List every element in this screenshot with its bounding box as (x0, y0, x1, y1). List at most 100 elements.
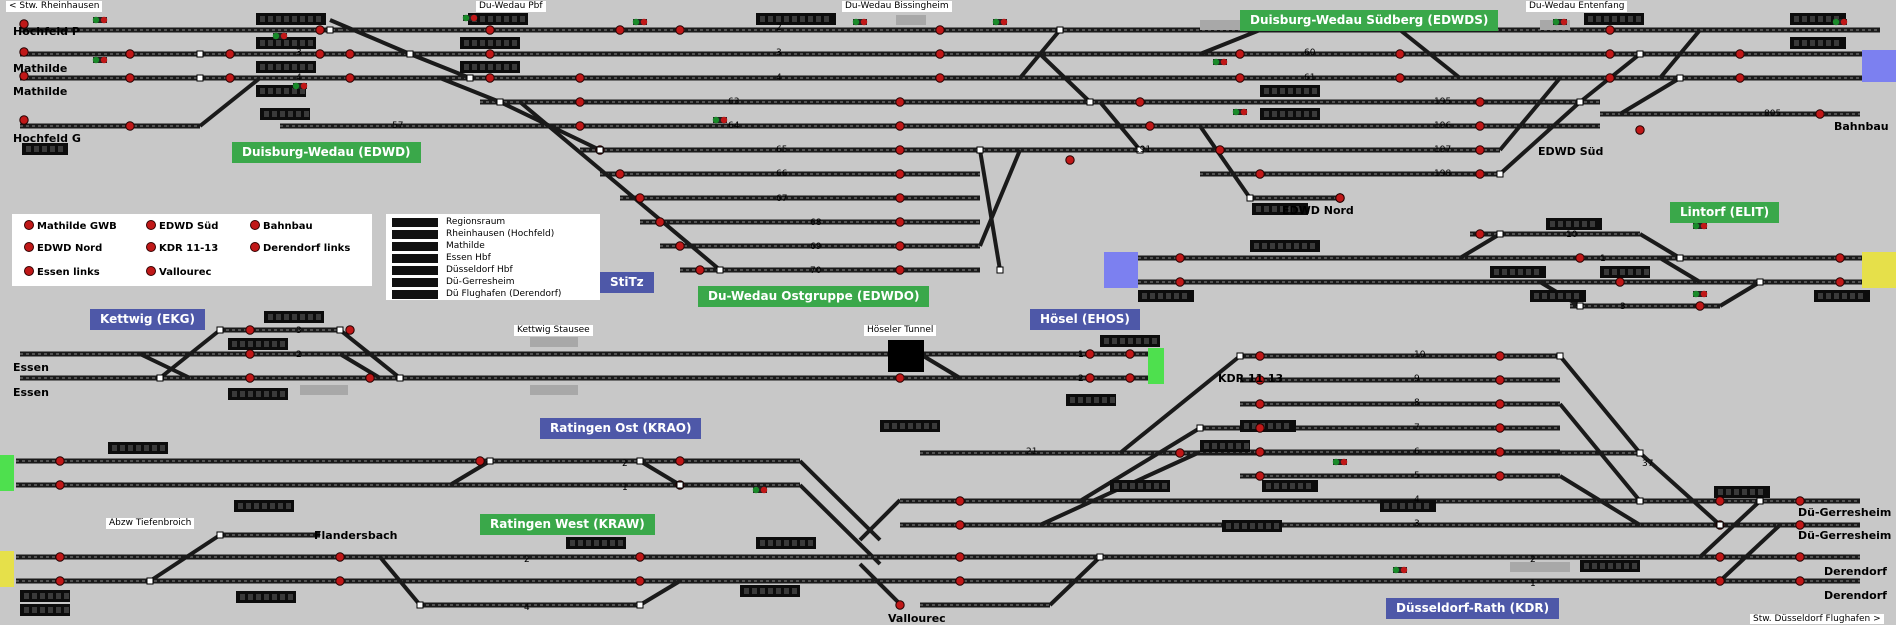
signal-icon[interactable] (1065, 155, 1075, 165)
signal-icon[interactable] (1235, 49, 1245, 59)
signal-red-icon[interactable] (280, 32, 288, 40)
signal-icon[interactable] (635, 552, 645, 562)
signal-icon[interactable] (955, 520, 965, 530)
signal-red-icon[interactable] (1240, 108, 1248, 116)
signal-icon[interactable] (19, 47, 29, 57)
signal-icon[interactable] (125, 73, 135, 83)
signal-icon[interactable] (1715, 552, 1725, 562)
legend-item-edwd-sued[interactable]: EDWD Süd (146, 220, 218, 232)
signal-icon[interactable] (345, 325, 355, 335)
signal-icon[interactable] (575, 121, 585, 131)
signal-icon[interactable] (1615, 277, 1625, 287)
signal-icon[interactable] (895, 145, 905, 155)
signal-icon[interactable] (935, 25, 945, 35)
area-edwdo[interactable]: Du-Wedau Ostgruppe (EDWDO) (698, 286, 930, 307)
signal-icon[interactable] (1175, 448, 1185, 458)
signal-red-icon[interactable] (1700, 290, 1708, 298)
signal-green-icon[interactable] (1692, 290, 1700, 298)
signal-icon[interactable] (475, 456, 485, 466)
signal-icon[interactable] (1605, 25, 1615, 35)
signal-icon[interactable] (345, 73, 355, 83)
signal-icon[interactable] (1395, 49, 1405, 59)
area-stitz[interactable]: StiTz (600, 272, 654, 293)
signal-icon[interactable] (1085, 349, 1095, 359)
legend-item-edwd-nord[interactable]: EDWD Nord (24, 242, 102, 254)
signal-green-icon[interactable] (92, 56, 100, 64)
signal-icon[interactable] (1475, 169, 1485, 179)
signal-red-icon[interactable] (1000, 18, 1008, 26)
signal-green-icon[interactable] (462, 14, 470, 22)
signal-icon[interactable] (895, 373, 905, 383)
signal-icon[interactable] (895, 265, 905, 275)
signal-icon[interactable] (1335, 193, 1345, 203)
signal-icon[interactable] (895, 97, 905, 107)
signal-icon[interactable] (1475, 145, 1485, 155)
signal-icon[interactable] (935, 73, 945, 83)
route-block[interactable] (256, 13, 326, 25)
signal-icon[interactable] (1495, 423, 1505, 433)
signal-green-icon[interactable] (992, 18, 1000, 26)
signal-icon[interactable] (245, 325, 255, 335)
tag-stw-duesseldorf-flughafen[interactable]: Stw. Düsseldorf Flughafen > (1750, 614, 1884, 624)
signal-red-icon[interactable] (100, 56, 108, 64)
signal-icon[interactable] (485, 49, 495, 59)
signal-icon[interactable] (895, 241, 905, 251)
signal-green-icon[interactable] (852, 18, 860, 26)
signal-icon[interactable] (55, 480, 65, 490)
signal-green-icon[interactable] (1232, 108, 1240, 116)
signal-icon[interactable] (315, 25, 325, 35)
signal-icon[interactable] (345, 49, 355, 59)
signal-icon[interactable] (1495, 447, 1505, 457)
signal-icon[interactable] (1795, 520, 1805, 530)
signal-green-icon[interactable] (752, 486, 760, 494)
area-ekg[interactable]: Kettwig (EKG) (90, 309, 205, 330)
area-ehos[interactable]: Hösel (EHOS) (1030, 309, 1140, 330)
legend-item-essen-links[interactable]: Essen links (24, 266, 100, 278)
signal-icon[interactable] (615, 169, 625, 179)
area-kdr[interactable]: Düsseldorf-Rath (KDR) (1386, 598, 1560, 619)
signal-red-icon[interactable] (1400, 566, 1408, 574)
signal-icon[interactable] (55, 552, 65, 562)
signal-icon[interactable] (955, 552, 965, 562)
signal-icon[interactable] (365, 373, 375, 383)
signal-icon[interactable] (635, 576, 645, 586)
signal-icon[interactable] (1495, 399, 1505, 409)
signal-icon[interactable] (1235, 73, 1245, 83)
signal-icon[interactable] (675, 456, 685, 466)
signal-icon[interactable] (1255, 169, 1265, 179)
signal-icon[interactable] (1495, 351, 1505, 361)
signal-green-icon[interactable] (1392, 566, 1400, 574)
signal-icon[interactable] (1215, 145, 1225, 155)
signal-icon[interactable] (245, 373, 255, 383)
signal-red-icon[interactable] (100, 16, 108, 24)
signal-red-icon[interactable] (300, 82, 308, 90)
signal-green-icon[interactable] (92, 16, 100, 24)
signal-red-icon[interactable] (760, 486, 768, 494)
signal-icon[interactable] (895, 169, 905, 179)
signal-icon[interactable] (1255, 351, 1265, 361)
signal-red-icon[interactable] (1700, 222, 1708, 230)
signal-icon[interactable] (635, 193, 645, 203)
signal-icon[interactable] (955, 496, 965, 506)
signal-icon[interactable] (1605, 49, 1615, 59)
signal-icon[interactable] (1605, 73, 1615, 83)
signal-green-icon[interactable] (292, 82, 300, 90)
signal-icon[interactable] (1255, 423, 1265, 433)
signal-icon[interactable] (1495, 375, 1505, 385)
signal-icon[interactable] (1715, 576, 1725, 586)
tag-stw-rheinhausen[interactable]: < Stw. Rheinhausen (6, 1, 103, 12)
signal-icon[interactable] (19, 71, 29, 81)
signal-icon[interactable] (895, 600, 905, 610)
area-edwd[interactable]: Duisburg-Wedau (EDWD) (232, 142, 421, 163)
signal-green-icon[interactable] (1552, 18, 1560, 26)
signal-icon[interactable] (1175, 277, 1185, 287)
signal-red-icon[interactable] (1560, 18, 1568, 26)
signal-icon[interactable] (19, 19, 29, 29)
signal-icon[interactable] (55, 456, 65, 466)
signal-icon[interactable] (485, 73, 495, 83)
signal-icon[interactable] (1575, 253, 1585, 263)
signal-icon[interactable] (225, 73, 235, 83)
signal-icon[interactable] (1735, 49, 1745, 59)
signal-icon[interactable] (1695, 301, 1705, 311)
signal-icon[interactable] (1795, 496, 1805, 506)
